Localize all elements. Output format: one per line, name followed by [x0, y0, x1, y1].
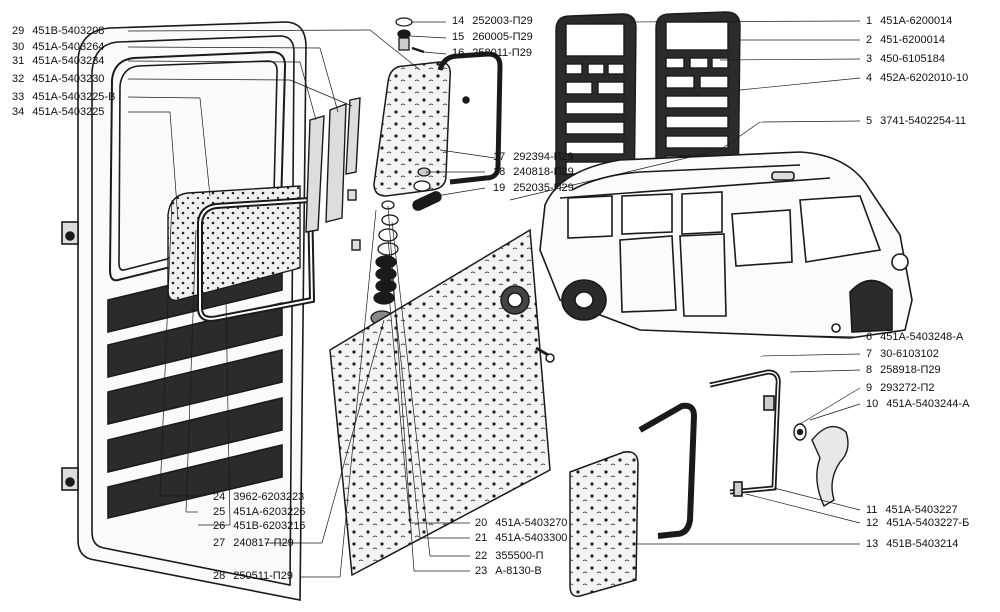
side-vent-seal: [638, 402, 698, 539]
leader-lines: [127, 20, 861, 578]
door-frame-29: [61, 21, 307, 601]
side-vent-glass: [569, 451, 639, 598]
window-guides: [305, 97, 361, 251]
fastener-stack: [395, 17, 442, 211]
glass-seal-assembly: [167, 185, 316, 322]
van-body: [539, 151, 913, 339]
vent-window-assembly: [373, 51, 503, 197]
side-vent-frame: [709, 369, 781, 497]
vent-handle: [793, 423, 849, 508]
inner-trim-panel: [329, 228, 555, 577]
